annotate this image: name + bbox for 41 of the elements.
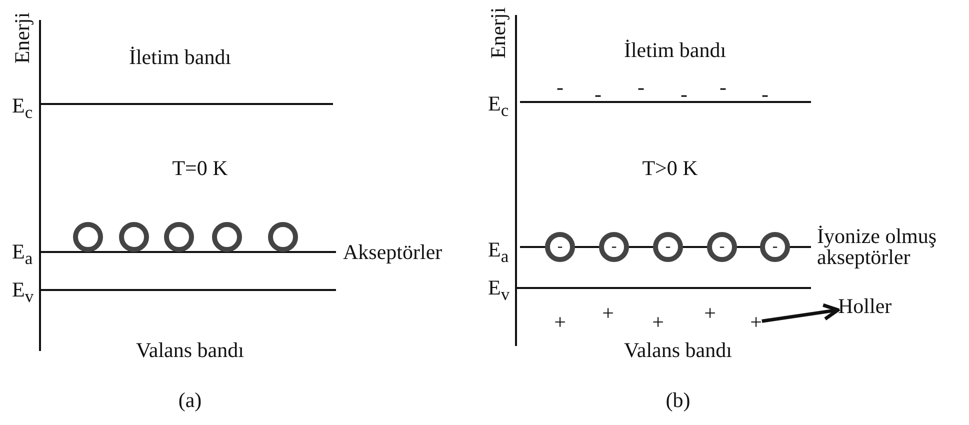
callout-text: Holler <box>838 294 892 318</box>
level-label: E$_{a}$ <box>488 238 509 266</box>
axis-label: Enerji <box>486 7 510 59</box>
ion-circle: - <box>599 232 629 262</box>
level-label: E$_{v}$ <box>488 276 510 304</box>
level-label: E$_{v}$ <box>12 278 34 306</box>
band-label: Valans bandı <box>136 338 244 362</box>
electron-sign: - <box>720 76 726 98</box>
axis-label: Enerji <box>10 12 34 64</box>
ion-circle: - <box>707 232 737 262</box>
electron-sign: - <box>762 82 768 106</box>
acceptor-circle <box>164 222 194 252</box>
electron-sign: - <box>594 82 602 106</box>
level-label: Akseptörler <box>343 240 442 264</box>
panel-label: (a) <box>178 388 202 412</box>
acceptor-circle <box>73 222 103 252</box>
temperature-label: T=0 K <box>172 156 228 180</box>
acceptor-circle <box>119 222 149 252</box>
hole-sign: + <box>750 310 762 334</box>
level-label: E$_{c}$ <box>12 94 33 122</box>
band-label: İletim bandı <box>624 38 726 62</box>
acceptor-circle <box>268 222 298 252</box>
acceptor-circle <box>212 222 242 252</box>
level-label: E$_{c}$ <box>488 92 509 120</box>
electron-sign: - <box>680 82 688 106</box>
hole-sign: + <box>652 310 664 334</box>
ion-circle: - <box>653 232 683 262</box>
ion-circle: - <box>545 232 575 262</box>
arrow <box>762 303 840 323</box>
panel-label: (b) <box>666 388 690 412</box>
electron-sign: - <box>556 76 564 98</box>
hole-sign: + <box>554 310 566 334</box>
hole-sign: + <box>602 302 614 324</box>
ion-circle: - <box>760 232 790 262</box>
band-label: Valans bandı <box>624 338 732 362</box>
temperature-label: T>0 K <box>642 156 698 180</box>
electron-sign: - <box>638 76 644 98</box>
level-label: İyonize olmuş akseptörler <box>817 226 938 268</box>
hole-sign: + <box>704 302 716 324</box>
level-label: E$_{a}$ <box>12 240 33 268</box>
band-label: İletim bandı <box>128 46 232 68</box>
